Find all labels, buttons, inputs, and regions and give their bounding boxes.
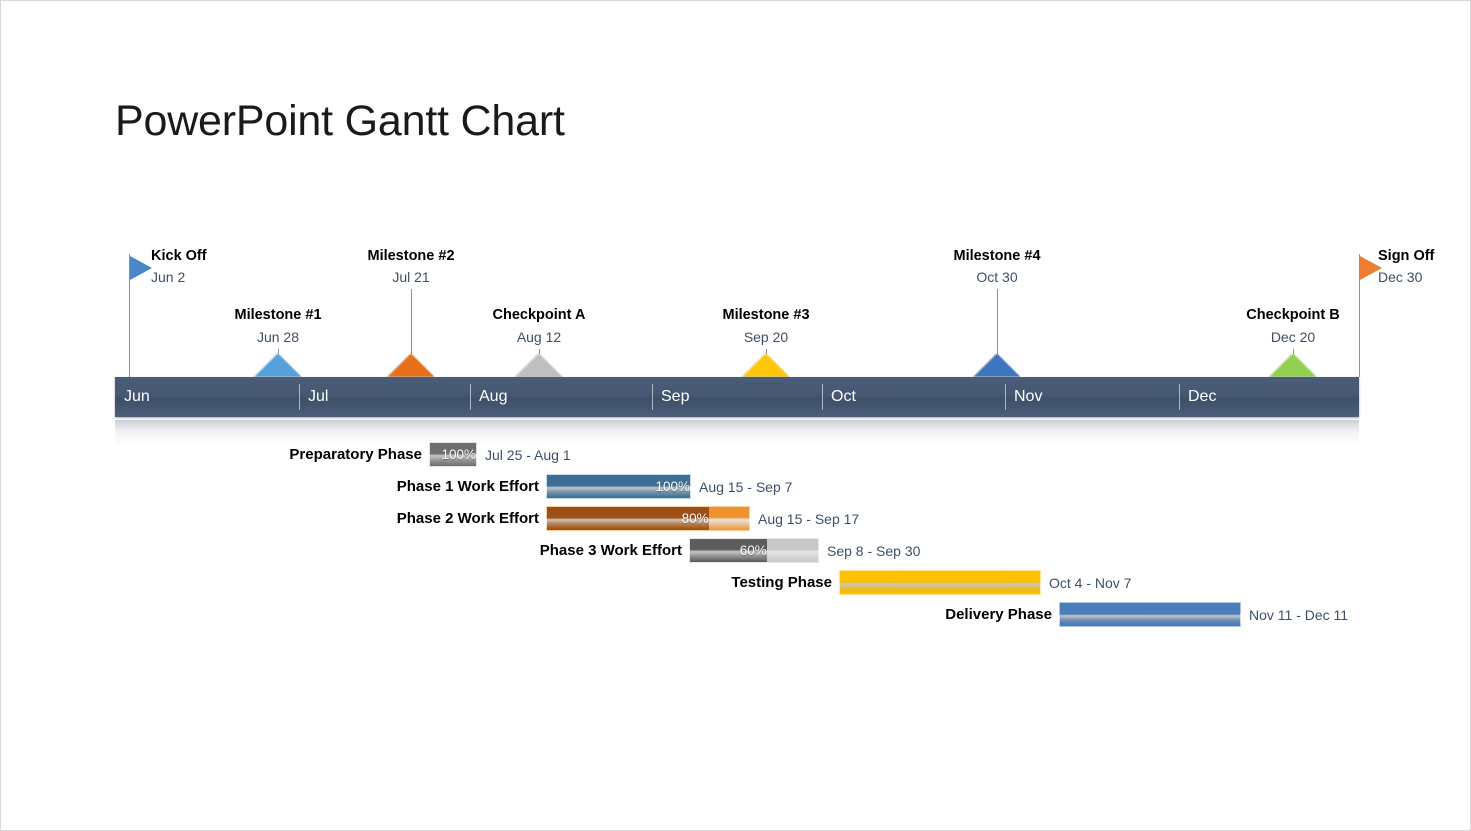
- milestone-stem: [129, 254, 130, 377]
- task-name: Phase 1 Work Effort: [396, 478, 539, 495]
- month-label-oct: Oct: [822, 377, 1005, 417]
- task-row[interactable]: Phase 2 Work Effort 80% Aug 15 - Sep 17: [1, 506, 1471, 531]
- milestone-label: Sign Off: [1378, 248, 1435, 264]
- task-progress-fill: [840, 571, 1040, 594]
- task-bar[interactable]: 100%: [546, 474, 691, 499]
- month-label-nov: Nov: [1005, 377, 1179, 417]
- milestone-flag-icon: [130, 256, 152, 280]
- milestone-date: Jun 2: [151, 269, 186, 285]
- axis-reflection: [115, 420, 1359, 446]
- task-name: Delivery Phase: [945, 606, 1052, 623]
- milestone-date: Oct 30: [976, 269, 1018, 285]
- task-percent-label: 100%: [441, 447, 476, 462]
- task-dates: Aug 15 - Sep 17: [758, 510, 860, 527]
- task-bar[interactable]: 60%: [689, 538, 819, 563]
- milestone-date: Dec 20: [1270, 329, 1316, 345]
- task-row[interactable]: Phase 1 Work Effort 100% Aug 15 - Sep 7: [1, 474, 1471, 499]
- milestone-stem: [411, 289, 412, 361]
- task-progress-fill: [1060, 603, 1240, 626]
- milestone-label: Milestone #1: [234, 307, 322, 323]
- page-title: PowerPoint Gantt Chart: [115, 97, 565, 145]
- task-bar[interactable]: 80%: [546, 506, 750, 531]
- month-divider: [652, 384, 653, 410]
- timeline-axis-bar: Jun Jul Aug Sep Oct Nov Dec: [115, 377, 1359, 417]
- milestone-label: Milestone #4: [953, 248, 1041, 264]
- month-divider: [470, 384, 471, 410]
- month-label-aug: Aug: [470, 377, 652, 417]
- task-dates: Jul 25 - Aug 1: [485, 446, 571, 463]
- task-progress-fill: [547, 507, 709, 530]
- task-name: Phase 3 Work Effort: [539, 542, 682, 559]
- milestone-label: Checkpoint B: [1246, 307, 1340, 323]
- month-divider: [299, 384, 300, 410]
- month-label-text: Dec: [1188, 388, 1217, 405]
- milestone-stem: [997, 289, 998, 361]
- month-label-sep: Sep: [652, 377, 822, 417]
- milestone-label: Checkpoint A: [492, 307, 586, 323]
- milestone-flag-icon: [1360, 256, 1382, 280]
- task-dates: Nov 11 - Dec 11: [1249, 606, 1349, 623]
- month-label-text: Jul: [308, 388, 329, 405]
- month-label-jul: Jul: [299, 377, 470, 417]
- milestone-date: Dec 30: [1378, 269, 1423, 285]
- task-bar[interactable]: 100%: [429, 442, 477, 467]
- task-percent-label: 80%: [681, 511, 709, 526]
- milestone-date: Jun 28: [256, 329, 300, 345]
- milestone-label: Milestone #3: [722, 307, 810, 323]
- task-row[interactable]: Preparatory Phase 100% Jul 25 - Aug 1: [1, 442, 1471, 467]
- milestone-label: Kick Off: [151, 248, 207, 264]
- month-label-jun: Jun: [115, 377, 299, 417]
- task-percent-label: 60%: [739, 543, 767, 558]
- task-name: Testing Phase: [731, 574, 832, 591]
- task-bar[interactable]: [839, 570, 1041, 595]
- milestone-stem: [1359, 254, 1360, 377]
- month-label-dec: Dec: [1179, 377, 1359, 417]
- task-dates: Aug 15 - Sep 7: [699, 478, 793, 495]
- month-label-text: Oct: [831, 388, 856, 405]
- milestone-label: Milestone #2: [367, 248, 455, 264]
- task-percent-label: 100%: [655, 479, 690, 494]
- month-label-text: Sep: [661, 388, 690, 405]
- month-label-text: Nov: [1014, 388, 1043, 405]
- month-divider: [1179, 384, 1180, 410]
- month-divider: [1005, 384, 1006, 410]
- task-name: Preparatory Phase: [289, 446, 422, 463]
- task-dates: Oct 4 - Nov 7: [1049, 574, 1132, 591]
- month-label-text: Aug: [479, 388, 508, 405]
- task-progress-fill: [690, 539, 767, 562]
- milestone-date: Sep 20: [743, 329, 789, 345]
- task-progress-fill: [430, 443, 476, 466]
- milestone-date: Jul 21: [392, 269, 430, 285]
- task-progress-fill: [547, 475, 690, 498]
- task-dates: Sep 8 - Sep 30: [827, 542, 921, 559]
- month-label-text: Jun: [124, 388, 150, 405]
- task-row[interactable]: Testing Phase Oct 4 - Nov 7: [1, 570, 1471, 595]
- task-bar[interactable]: [1059, 602, 1241, 627]
- month-divider: [822, 384, 823, 410]
- task-row[interactable]: Delivery Phase Nov 11 - Dec 11: [1, 602, 1471, 627]
- task-row[interactable]: Phase 3 Work Effort 60% Sep 8 - Sep 30: [1, 538, 1471, 563]
- milestone-date: Aug 12: [516, 329, 562, 345]
- task-name: Phase 2 Work Effort: [396, 510, 539, 527]
